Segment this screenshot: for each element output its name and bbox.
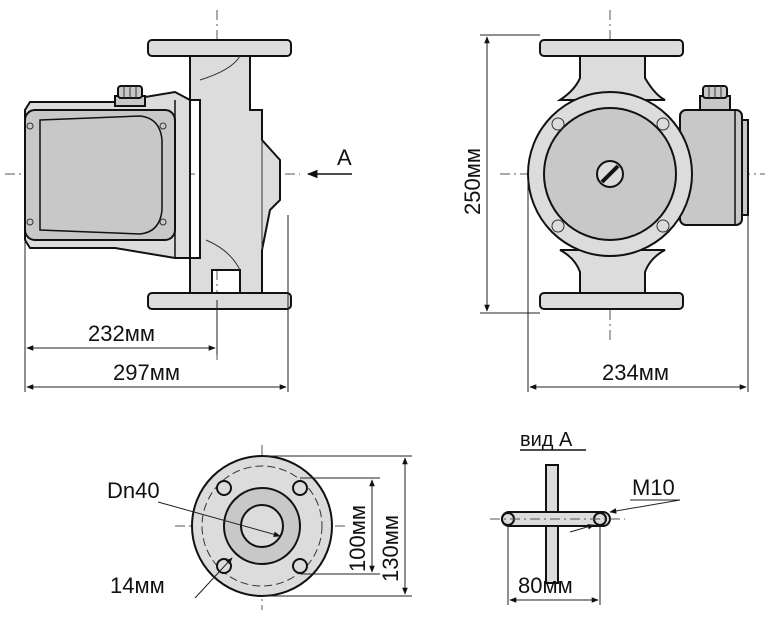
front-bottom-flange (539, 292, 684, 310)
flange-hole-br (292, 558, 308, 574)
side-cover-inner-outline (39, 115, 163, 235)
flange-hole-tr (292, 480, 308, 496)
side-top-flange (147, 39, 292, 57)
view-a: вид А M10 80мм (490, 429, 681, 605)
front-bolt-tr (656, 117, 670, 131)
side-bottom-flange (147, 292, 292, 310)
dn40-label: Dn40 (107, 478, 160, 503)
side-body-contour-top (199, 55, 241, 81)
m10-leader (609, 499, 681, 514)
flange-bolt-circle (201, 465, 323, 587)
side-cover-screw-br (159, 218, 167, 226)
dim-250-label: 250мм (460, 148, 485, 215)
dim-234-label: 234мм (602, 360, 669, 385)
flange-hole-tl (216, 480, 232, 496)
front-top-flange (539, 39, 684, 57)
dim-80-label: 80мм (518, 573, 573, 598)
side-view: A 232мм 297мм (5, 10, 352, 392)
side-pump-body (189, 55, 281, 294)
view-a-title: вид А (520, 429, 573, 451)
side-motor-cover (24, 109, 176, 241)
side-cover-screw-tl (26, 122, 34, 130)
view-a-arrow-label: A (337, 145, 352, 170)
dim-297-label: 297мм (113, 360, 180, 385)
front-view: 250мм 234мм (460, 10, 765, 392)
front-neck-top (556, 55, 666, 101)
flange-view: Dn40 14мм 100мм 130мм (107, 445, 412, 610)
side-cover-screw-bl (26, 218, 34, 226)
dim-100-label: 100мм (345, 505, 370, 572)
dim-130-label: 130мм (378, 515, 403, 582)
front-bolt-tl (551, 117, 565, 131)
dim-232-label: 232мм (88, 321, 155, 346)
flange-bore (240, 504, 284, 548)
front-bolt-bl (551, 219, 565, 233)
m10-label: M10 (632, 475, 675, 500)
side-body-contour-bottom (205, 239, 241, 271)
front-terminal-box-lid (741, 119, 749, 216)
hole-14-leader (194, 557, 233, 599)
hole-14-label: 14мм (110, 573, 165, 598)
front-neck-bottom (559, 249, 666, 294)
dn40-leader (157, 501, 281, 538)
front-bolt-br (656, 219, 670, 233)
front-vent-plug-slot (600, 164, 620, 184)
side-cover-screw-tr (159, 122, 167, 130)
